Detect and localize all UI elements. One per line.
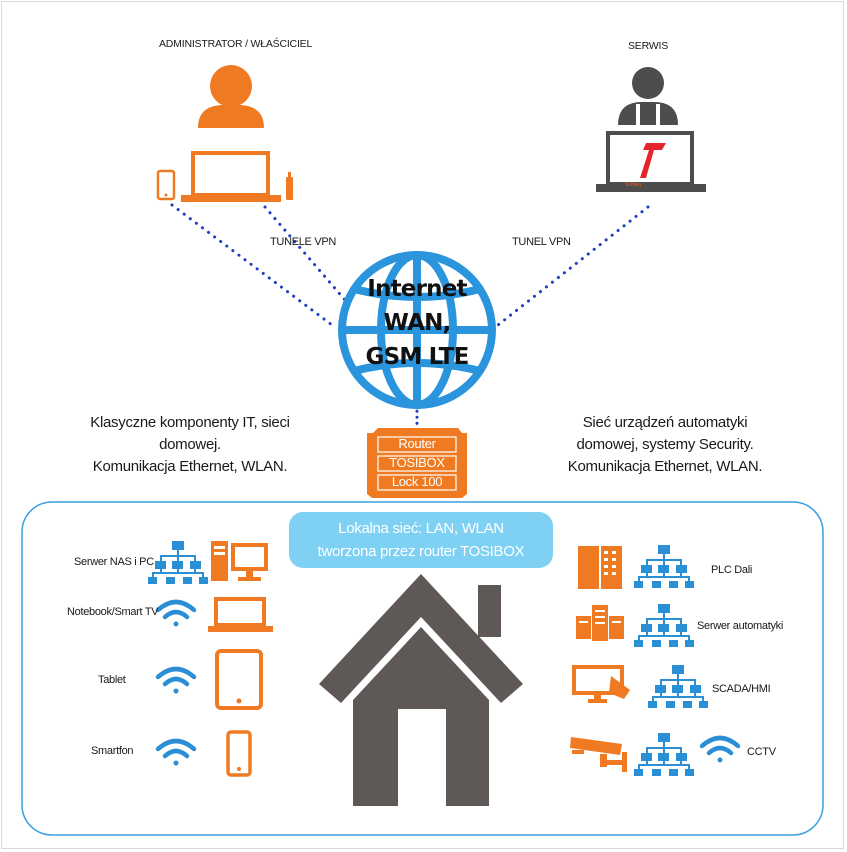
right-description-line-3: Komunikacja Ethernet, WLAN. (567, 458, 763, 475)
right-device-row-scada (572, 665, 708, 708)
service-technician-icon (618, 67, 678, 125)
router-device-icon (367, 428, 467, 498)
service-laptop-brand: Softkey (625, 182, 642, 188)
network-topology-icon (148, 541, 208, 584)
cctv-camera-icon (570, 737, 627, 772)
right-device-label-cctv: CCTV (747, 746, 776, 758)
admin-person-icon (198, 65, 264, 128)
left-device-row-tablet (158, 649, 263, 710)
left-device-label-smartphone: Smartfon (91, 745, 134, 757)
left-device-label-nas: Serwer NAS i PC (74, 556, 154, 568)
left-device-row-smartphone (158, 730, 252, 777)
right-device-row-cctv (570, 733, 738, 776)
usb-key-icon (286, 172, 293, 200)
internet-label: Internet WAN, GSM LTE (347, 272, 487, 374)
local-network-area (21, 501, 824, 836)
desktop-pc-icon (211, 541, 268, 581)
router-line-3: Lock 100 (391, 474, 443, 489)
left-device-row-notebook (158, 597, 273, 632)
admin-laptop-icon (181, 151, 281, 202)
left-device-row-nas (148, 541, 268, 584)
router-line-2: TOSIBOX (389, 455, 445, 470)
globe-icon (338, 251, 496, 409)
left-device-label-notebook: Notebook/Smart TV (67, 606, 159, 618)
network-topology-icon (634, 733, 694, 776)
right-device-label-plc: PLC Dali (711, 564, 753, 576)
internet-line-3: GSM LTE (365, 344, 470, 370)
wifi-icon (702, 738, 738, 763)
internet-line-1: Internet (367, 276, 467, 302)
network-topology-icon (648, 665, 708, 708)
service-laptop-icon (596, 131, 706, 192)
admin-label: ADMINISTRATOR / WŁAŚCICIEL (159, 38, 313, 50)
laptop-icon (208, 597, 273, 632)
left-description: Klasyczne komponenty IT, sieci domowej. … (70, 412, 310, 478)
vpn-link-admin-laptop (263, 205, 347, 302)
left-description-line-1: Klasyczne komponenty IT, sieci (90, 414, 290, 431)
smartphone-icon (226, 730, 252, 777)
vpn-link-left (170, 203, 334, 327)
router-label: Router TOSIBOX Lock 100 (367, 434, 467, 491)
right-description-line-1: Sieć urządzeń automatyki (582, 414, 748, 431)
left-description-line-3: Komunikacja Ethernet, WLAN. (92, 458, 288, 475)
tablet-icon (215, 649, 263, 710)
wifi-icon (158, 669, 194, 694)
network-topology-icon (634, 604, 694, 647)
vpn-tunnel-label: TUNEL VPN (512, 236, 571, 248)
plc-cabinet-icon (578, 546, 622, 589)
right-device-label-scada: SCADA/HMI (712, 683, 771, 695)
local-network-label: Lokalna sieć: LAN, WLAN tworzona przez r… (289, 512, 553, 568)
left-device-label-tablet: Tablet (98, 674, 126, 686)
local-network-line-2: tworzona przez router TOSIBOX (317, 543, 525, 560)
right-description-line-2: domowej, systemy Security. (576, 436, 754, 453)
wifi-icon (158, 741, 194, 766)
right-device-label-server: Serwer automatyki (697, 620, 783, 632)
right-description: Sieć urządzeń automatyki domowej, system… (550, 412, 780, 478)
vpn-link-right (496, 205, 650, 327)
touch-screen-icon (572, 665, 630, 703)
server-rack-icon (576, 605, 624, 641)
right-device-row-plc (578, 545, 694, 589)
service-label: SERWIS (628, 40, 669, 52)
vpn-tunnels-label: TUNELE VPN (270, 236, 337, 248)
router-line-1: Router (398, 436, 436, 451)
wifi-icon (158, 602, 194, 627)
network-topology-icon (634, 545, 694, 588)
internet-line-2: WAN, (383, 310, 452, 336)
left-description-line-2: domowej. (159, 436, 221, 453)
local-network-line-1: Lokalna sieć: LAN, WLAN (338, 520, 504, 537)
house-icon (319, 574, 523, 806)
admin-phone-icon (156, 169, 176, 201)
right-device-row-server (576, 604, 694, 647)
